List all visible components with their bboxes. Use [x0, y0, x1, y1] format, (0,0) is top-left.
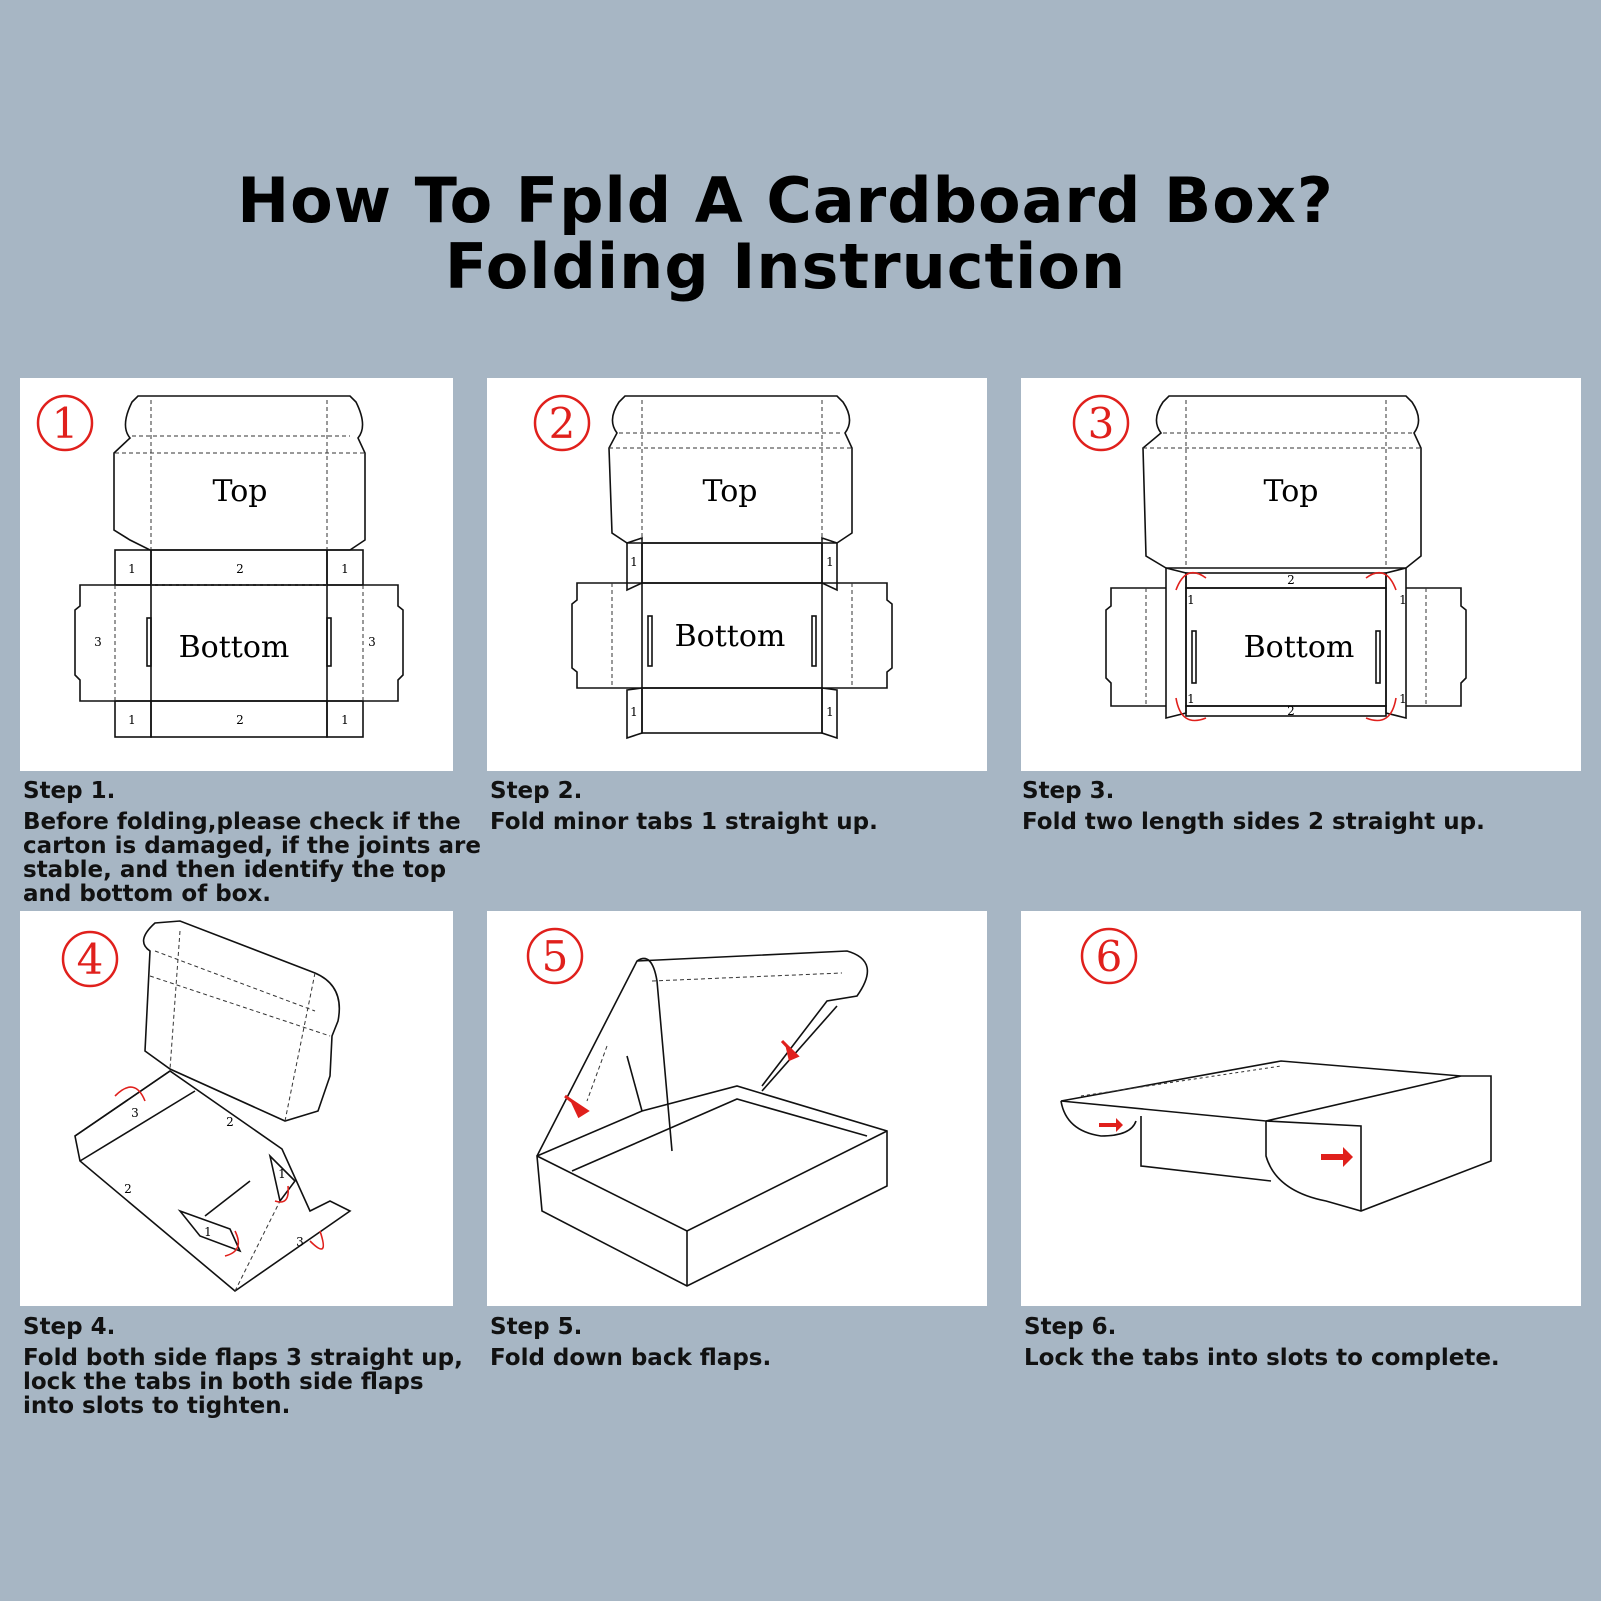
step-5-diagram: 5	[526, 927, 888, 1287]
arrow-icon	[1099, 1118, 1123, 1132]
step-number-circle	[533, 394, 591, 452]
page-subtitle: Folding Instruction	[444, 230, 1127, 303]
step-3-label: Step 3.	[1022, 778, 1115, 804]
step-number: 4	[77, 935, 104, 984]
tab-1-label: 1	[341, 562, 349, 576]
tab-2-label: 2	[236, 562, 244, 576]
step-number-circle	[61, 930, 119, 988]
step-5-label: Step 5.	[490, 1314, 583, 1340]
tab-2-label: 2	[226, 1115, 234, 1129]
step-1-label: Step 1.	[23, 778, 116, 804]
page-title: How To Fpld A Cardboard Box?	[237, 164, 1334, 237]
tab-3-label: 3	[131, 1106, 139, 1120]
top-label: Top	[213, 474, 268, 509]
step-4-text: Fold both side flaps 3 straight up, lock…	[23, 1345, 463, 1419]
bottom-label: Bottom	[1244, 630, 1355, 665]
arrow-icon	[564, 1094, 590, 1119]
tab-1-label: 1	[826, 705, 834, 719]
tab-2-label: 2	[1287, 573, 1295, 587]
step-1-text: Before folding,please check if the carto…	[23, 809, 481, 907]
step-4-panel: 4 3 2 2 1 1 3	[20, 911, 453, 1306]
tab-2-label: 2	[1287, 704, 1295, 718]
step-number: 5	[542, 932, 569, 981]
tab-1-label: 1	[1399, 593, 1407, 607]
bottom-label: Bottom	[675, 619, 786, 654]
step-6-text: Lock the tabs into slots to complete.	[1024, 1345, 1500, 1371]
step-number: 3	[1088, 399, 1115, 448]
step-2-diagram: 2 Top Bottom 1 1 1 1	[533, 394, 893, 740]
step-4-label: Step 4.	[23, 1314, 116, 1340]
arrow-icon	[780, 1039, 800, 1062]
tab-1-label: 1	[128, 562, 136, 576]
step-number: 6	[1096, 932, 1123, 981]
tab-2-label: 2	[124, 1182, 132, 1196]
tab-3-label: 3	[296, 1235, 304, 1249]
step-1-diagram: 1 Top Bottom 1 2 1 3 3 1 2 1	[36, 394, 404, 738]
tab-3-label: 3	[368, 635, 376, 649]
step-3-diagram: 3 Top Bottom 2 2 1 1 1 1	[1072, 394, 1467, 722]
tab-2-label: 2	[236, 713, 244, 727]
tab-1-label: 1	[630, 555, 638, 569]
step-5-text: Fold down back flaps.	[490, 1345, 772, 1371]
step-6-panel: 6	[1021, 911, 1581, 1306]
step-2-text: Fold minor tabs 1 straight up.	[490, 809, 878, 835]
step-number: 2	[549, 399, 576, 448]
tab-1-label: 1	[630, 705, 638, 719]
step-2-label: Step 2.	[490, 778, 583, 804]
step-3-text: Fold two length sides 2 straight up.	[1022, 809, 1485, 835]
fold-arrow-icons	[1175, 571, 1397, 722]
step-number-circle	[1072, 394, 1130, 452]
tab-3-label: 3	[94, 635, 102, 649]
step-number: 1	[52, 399, 79, 448]
step-3-panel: 3 Top Bottom 2 2 1 1 1 1	[1021, 378, 1581, 771]
fold-arrow-icons	[114, 1086, 325, 1257]
tab-1-label: 1	[278, 1167, 286, 1181]
bottom-label: Bottom	[179, 630, 290, 665]
tab-1-label: 1	[826, 555, 834, 569]
top-label: Top	[703, 474, 758, 509]
arrow-icon	[1321, 1147, 1353, 1167]
tab-1-label: 1	[128, 713, 136, 727]
tab-1-label: 1	[1399, 692, 1407, 706]
step-2-panel: 2 Top Bottom 1 1 1 1	[487, 378, 987, 771]
step-number-circle	[526, 927, 584, 985]
tab-1-label: 1	[1187, 692, 1195, 706]
step-number-circle	[36, 394, 94, 452]
tab-1-label: 1	[341, 713, 349, 727]
tab-1-label: 1	[204, 1225, 212, 1239]
step-4-diagram: 4 3 2 2 1 1 3	[61, 920, 352, 1293]
top-label: Top	[1264, 474, 1319, 509]
step-1-panel: 1 Top Bottom 1 2 1 3 3 1 2 1	[20, 378, 453, 771]
step-6-label: Step 6.	[1024, 1314, 1117, 1340]
tab-1-label: 1	[1187, 593, 1195, 607]
step-6-diagram: 6	[1060, 927, 1492, 1212]
step-5-panel: 5	[487, 911, 987, 1306]
step-number-circle	[1080, 927, 1138, 985]
